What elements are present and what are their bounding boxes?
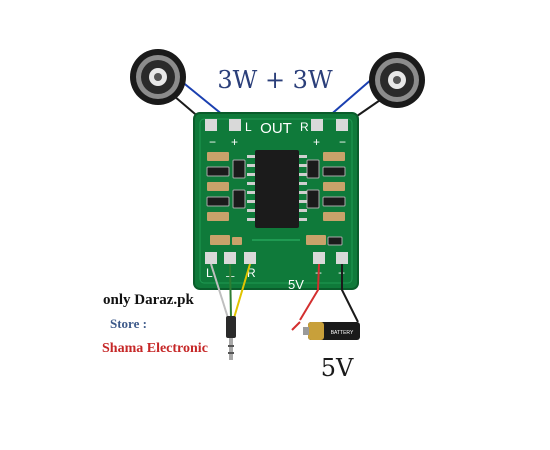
supply-voltage-label: 5V	[288, 277, 304, 292]
out-label: OUT	[260, 120, 292, 137]
lower-components	[210, 235, 343, 246]
pad-top-1	[205, 119, 217, 131]
pad-bottom-4	[313, 252, 325, 264]
left-speaker-icon	[130, 49, 186, 105]
audio-jack-icon	[226, 316, 236, 360]
pad-bottom-5	[336, 252, 348, 264]
pad-top-2	[229, 119, 241, 131]
battery-voltage-label: 5V	[321, 354, 354, 382]
top-minus-left: −	[209, 135, 216, 149]
battery-mark: BATTERY	[331, 330, 354, 336]
audio-input-wires	[210, 263, 251, 319]
pad-bottom-2	[224, 252, 236, 264]
input-right-label: R	[247, 266, 256, 280]
right-out-label: R	[300, 120, 309, 134]
pad-top-3	[311, 119, 323, 131]
power-label: 3W + 3W	[217, 66, 333, 94]
right-components	[306, 152, 346, 221]
power-wires	[291, 263, 359, 331]
pcb-board: L OUT R − + + −	[193, 112, 359, 292]
top-minus-right: −	[339, 135, 346, 149]
store-line-name: Shama Electronic	[102, 341, 208, 356]
input-left-label: L	[206, 266, 213, 280]
pad-top-4	[336, 119, 348, 131]
pad-bottom-3	[244, 252, 256, 264]
top-plus-left: +	[231, 135, 238, 149]
battery-icon: BATTERY	[303, 322, 360, 340]
amplifier-chip	[247, 150, 307, 228]
left-components	[206, 152, 246, 221]
store-line-label: Store :	[110, 316, 147, 331]
left-out-label: L	[245, 120, 252, 134]
store-line-daraz: only Daraz.pk	[103, 292, 194, 308]
right-speaker-icon	[369, 52, 425, 108]
pad-bottom-1	[205, 252, 217, 264]
top-plus-right: +	[313, 135, 320, 149]
